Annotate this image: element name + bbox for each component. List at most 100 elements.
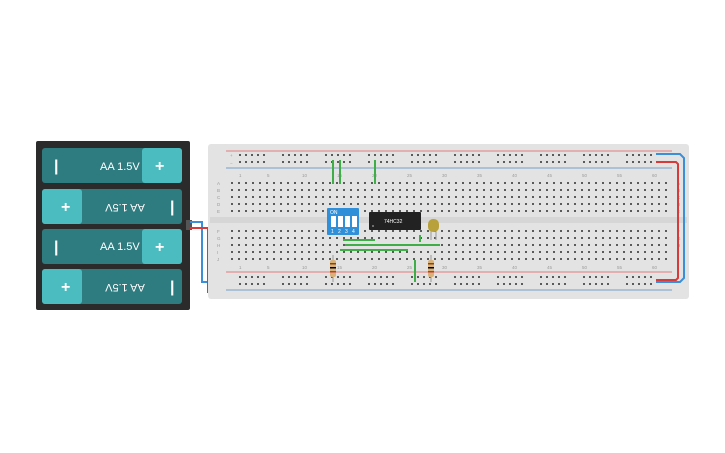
breadboard-hole[interactable]: [539, 182, 541, 184]
breadboard-hole[interactable]: [560, 182, 562, 184]
breadboard-hole[interactable]: [658, 237, 660, 239]
breadboard-hole[interactable]: [504, 210, 506, 212]
breadboard-hole[interactable]: [476, 196, 478, 198]
breadboard-hole[interactable]: [420, 258, 422, 260]
breadboard-hole[interactable]: [252, 203, 254, 205]
breadboard-hole[interactable]: [553, 210, 555, 212]
breadboard-hole[interactable]: [595, 154, 597, 156]
breadboard-hole[interactable]: [552, 161, 554, 163]
breadboard-hole[interactable]: [469, 244, 471, 246]
breadboard-hole[interactable]: [532, 258, 534, 260]
breadboard-hole[interactable]: [231, 237, 233, 239]
breadboard-hole[interactable]: [552, 154, 554, 156]
breadboard-hole[interactable]: [504, 203, 506, 205]
breadboard-hole[interactable]: [288, 161, 290, 163]
breadboard-hole[interactable]: [497, 189, 499, 191]
breadboard-hole[interactable]: [448, 210, 450, 212]
breadboard-hole[interactable]: [378, 237, 380, 239]
breadboard-hole[interactable]: [476, 230, 478, 232]
breadboard-hole[interactable]: [273, 258, 275, 260]
breadboard-hole[interactable]: [336, 203, 338, 205]
breadboard-hole[interactable]: [601, 161, 603, 163]
breadboard-hole[interactable]: [644, 276, 646, 278]
breadboard-hole[interactable]: [609, 244, 611, 246]
breadboard-hole[interactable]: [280, 251, 282, 253]
breadboard[interactable]: + − 1 5 10 15 20 25 30 35 40 45 50 55 60…: [208, 144, 689, 299]
dip-toggle-1[interactable]: [331, 216, 336, 227]
breadboard-hole[interactable]: [472, 283, 474, 285]
breadboard-hole[interactable]: [589, 154, 591, 156]
breadboard-hole[interactable]: [623, 251, 625, 253]
breadboard-hole[interactable]: [343, 276, 345, 278]
breadboard-hole[interactable]: [413, 251, 415, 253]
breadboard-hole[interactable]: [378, 182, 380, 184]
breadboard-hole[interactable]: [441, 237, 443, 239]
breadboard-hole[interactable]: [280, 196, 282, 198]
breadboard-hole[interactable]: [411, 161, 413, 163]
breadboard-hole[interactable]: [420, 251, 422, 253]
breadboard-hole[interactable]: [540, 154, 542, 156]
battery-cell-2[interactable]: + AA 1.5V |: [42, 189, 182, 224]
breadboard-hole[interactable]: [525, 189, 527, 191]
breadboard-hole[interactable]: [423, 283, 425, 285]
breadboard-hole[interactable]: [650, 283, 652, 285]
breadboard-hole[interactable]: [490, 196, 492, 198]
breadboard-hole[interactable]: [553, 230, 555, 232]
breadboard-hole[interactable]: [315, 237, 317, 239]
breadboard-hole[interactable]: [337, 276, 339, 278]
breadboard-hole[interactable]: [504, 230, 506, 232]
breadboard-hole[interactable]: [623, 182, 625, 184]
breadboard-hole[interactable]: [595, 283, 597, 285]
breadboard-hole[interactable]: [406, 230, 408, 232]
breadboard-hole[interactable]: [644, 230, 646, 232]
breadboard-hole[interactable]: [567, 258, 569, 260]
breadboard-hole[interactable]: [441, 244, 443, 246]
breadboard-hole[interactable]: [413, 210, 415, 212]
breadboard-hole[interactable]: [476, 189, 478, 191]
breadboard-hole[interactable]: [406, 210, 408, 212]
breadboard-hole[interactable]: [644, 210, 646, 212]
breadboard-hole[interactable]: [595, 182, 597, 184]
breadboard-hole[interactable]: [476, 251, 478, 253]
dip-switch[interactable]: ON 1 2 3 4: [327, 208, 359, 235]
breadboard-hole[interactable]: [588, 196, 590, 198]
breadboard-hole[interactable]: [385, 203, 387, 205]
breadboard-hole[interactable]: [378, 210, 380, 212]
breadboard-hole[interactable]: [567, 182, 569, 184]
breadboard-hole[interactable]: [616, 237, 618, 239]
led[interactable]: [428, 219, 439, 240]
breadboard-hole[interactable]: [399, 189, 401, 191]
breadboard-hole[interactable]: [287, 189, 289, 191]
breadboard-hole[interactable]: [511, 230, 513, 232]
breadboard-hole[interactable]: [266, 196, 268, 198]
breadboard-hole[interactable]: [441, 251, 443, 253]
breadboard-hole[interactable]: [399, 258, 401, 260]
breadboard-hole[interactable]: [564, 161, 566, 163]
breadboard-hole[interactable]: [504, 251, 506, 253]
breadboard-hole[interactable]: [532, 196, 534, 198]
breadboard-hole[interactable]: [607, 283, 609, 285]
breadboard-hole[interactable]: [607, 154, 609, 156]
breadboard-hole[interactable]: [455, 244, 457, 246]
breadboard-hole[interactable]: [658, 230, 660, 232]
breadboard-hole[interactable]: [350, 258, 352, 260]
breadboard-hole[interactable]: [385, 189, 387, 191]
breadboard-hole[interactable]: [532, 251, 534, 253]
breadboard-hole[interactable]: [337, 283, 339, 285]
breadboard-hole[interactable]: [478, 283, 480, 285]
breadboard-hole[interactable]: [306, 161, 308, 163]
breadboard-hole[interactable]: [511, 182, 513, 184]
breadboard-hole[interactable]: [637, 203, 639, 205]
breadboard-hole[interactable]: [238, 203, 240, 205]
breadboard-hole[interactable]: [469, 182, 471, 184]
breadboard-hole[interactable]: [665, 230, 667, 232]
breadboard-hole[interactable]: [315, 251, 317, 253]
breadboard-hole[interactable]: [574, 230, 576, 232]
breadboard-hole[interactable]: [315, 258, 317, 260]
breadboard-hole[interactable]: [589, 276, 591, 278]
dip-toggle-3[interactable]: [345, 216, 350, 227]
breadboard-hole[interactable]: [595, 276, 597, 278]
breadboard-hole[interactable]: [651, 258, 653, 260]
breadboard-hole[interactable]: [350, 196, 352, 198]
breadboard-hole[interactable]: [385, 237, 387, 239]
